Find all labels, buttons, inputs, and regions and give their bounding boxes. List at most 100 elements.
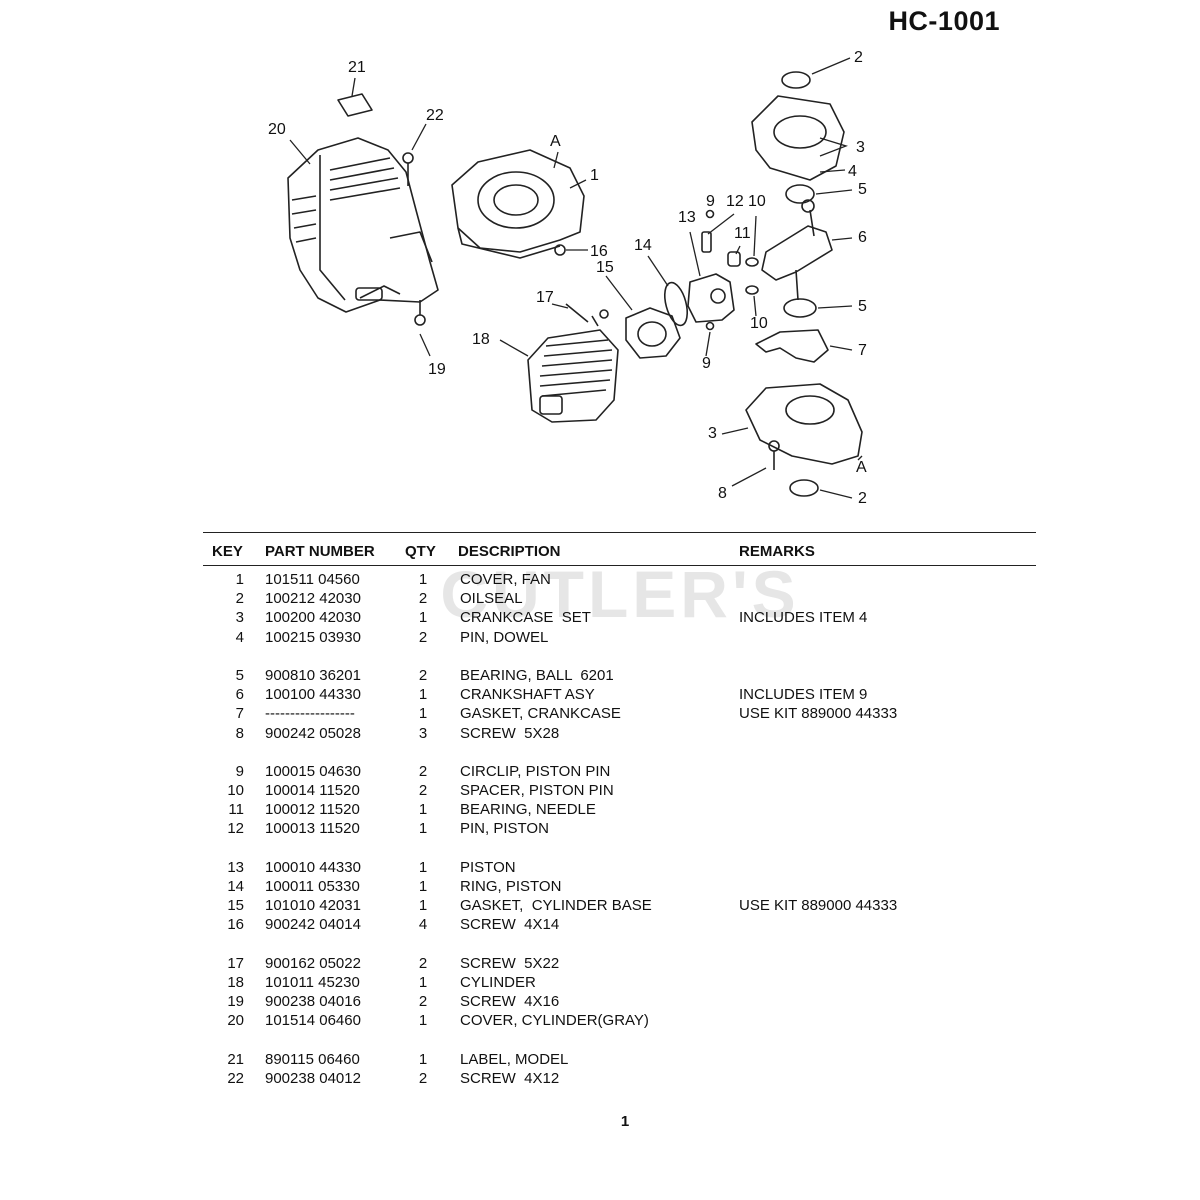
callout-label: 19 <box>428 361 446 378</box>
cell-key: 12 <box>227 820 244 838</box>
screw-part <box>599 309 609 319</box>
cell-key: 7 <box>235 705 244 723</box>
cell-part-number: 101011 45230 <box>265 973 360 991</box>
table-row: 18 101011 45230 1 CYLINDER <box>0 973 1200 992</box>
callout-label: 9 <box>706 193 715 210</box>
callout-label: 13 <box>678 209 696 226</box>
cell-key: 4 <box>235 628 244 646</box>
table-header: KEY PART NUMBER QTY DESCRIPTION REMARKS <box>0 543 1200 565</box>
callout-label: A <box>856 459 867 476</box>
ball-bearing-part <box>785 184 815 204</box>
screw-part <box>565 303 599 327</box>
callout-label: 11 <box>734 225 751 242</box>
cell-key: 11 <box>228 801 244 819</box>
ball-bearing-part <box>783 298 817 318</box>
cell-description: CYLINDER <box>460 973 536 991</box>
cell-key: 21 <box>227 1050 244 1068</box>
cell-part-number: 100015 04630 <box>265 762 361 780</box>
needle-bearing-part <box>727 251 741 267</box>
cell-description: OILSEAL <box>460 590 523 608</box>
cell-part-number: 101514 06460 <box>265 1012 361 1030</box>
cell-key: 15 <box>227 897 244 915</box>
circlip-part <box>705 321 715 331</box>
cell-description: PISTON <box>460 858 516 876</box>
cell-part-number: 100013 11520 <box>265 820 360 838</box>
cell-key: 22 <box>227 1069 244 1087</box>
callout-label: 2 <box>858 490 867 507</box>
cell-description: GASKET, CRANKCASE <box>460 705 621 723</box>
cell-key: 18 <box>227 973 244 991</box>
callout-label: 18 <box>472 331 490 348</box>
model-label-part <box>337 93 373 117</box>
header-key: KEY <box>212 543 243 560</box>
page-number: 1 <box>620 1113 630 1130</box>
callout-label: 6 <box>858 229 867 246</box>
header-qty: QTY <box>405 543 436 560</box>
cell-key: 1 <box>235 571 244 588</box>
cell-part-number: ------------------ <box>265 705 355 723</box>
callout-label: 2 <box>854 49 863 66</box>
cell-qty: 2 <box>418 628 428 646</box>
cell-description: BEARING, NEEDLE <box>460 801 596 819</box>
cell-description: CRANKCASE SET <box>460 609 591 627</box>
cell-part-number: 900242 04014 <box>265 916 361 934</box>
cell-qty: 1 <box>418 1012 428 1030</box>
cell-remarks: INCLUDES ITEM 9 <box>739 686 868 704</box>
cell-part-number: 101010 42031 <box>265 897 361 915</box>
crankcase-part <box>751 95 845 181</box>
cell-qty: 1 <box>418 571 428 588</box>
cell-part-number: 100215 03930 <box>265 628 361 646</box>
cell-key: 2 <box>235 590 244 608</box>
cell-part-number: 900242 05028 <box>265 724 361 742</box>
cell-description: BEARING, BALL 6201 <box>460 666 614 684</box>
cell-part-number: 100212 42030 <box>265 590 361 608</box>
cell-qty: 2 <box>418 666 428 684</box>
cell-description: CRANKSHAFT ASY <box>460 686 595 704</box>
cell-description: SCREW 5X22 <box>460 954 560 972</box>
cell-qty: 2 <box>418 1069 428 1087</box>
watermark: CUTLER'S <box>440 557 800 631</box>
cell-key: 3 <box>235 609 244 627</box>
cell-description: SCREW 4X14 <box>460 916 560 934</box>
cell-key: 8 <box>235 724 244 742</box>
cell-remarks: USE KIT 889000 44333 <box>739 705 898 723</box>
cell-qty: 1 <box>418 973 428 991</box>
cell-description: COVER, FAN <box>460 571 551 588</box>
callout-label: 9 <box>702 355 711 372</box>
piston-part <box>687 273 735 323</box>
callout-label: 3 <box>708 425 717 442</box>
cell-description: SCREW 4X16 <box>460 993 560 1011</box>
callout-label: 16 <box>590 243 608 260</box>
spacer-part <box>745 257 759 267</box>
cell-qty: 1 <box>418 609 428 627</box>
callout-label: 8 <box>718 485 727 502</box>
cell-key: 19 <box>227 993 244 1011</box>
cylinder-part <box>527 329 619 423</box>
cell-qty: 2 <box>418 762 428 780</box>
spacer-part <box>745 285 759 295</box>
cell-qty: 2 <box>418 954 428 972</box>
cell-qty: 1 <box>418 897 428 915</box>
cell-description: PIN, PISTON <box>460 820 549 838</box>
callout-label: 12 <box>726 193 744 210</box>
model-code: HC-1001 <box>888 6 1000 36</box>
cell-part-number: 890115 06460 <box>265 1050 360 1068</box>
screw-part <box>554 244 566 256</box>
callout-label: 22 <box>426 107 444 124</box>
crankshaft-part <box>761 199 833 301</box>
exploded-parts-diagram: 2 3 4 5 6 5 7 2 A 3 8 9 10 10 11 12 9 13… <box>268 49 867 507</box>
callout-label: 10 <box>750 315 768 332</box>
cell-qty: 1 <box>418 858 428 876</box>
